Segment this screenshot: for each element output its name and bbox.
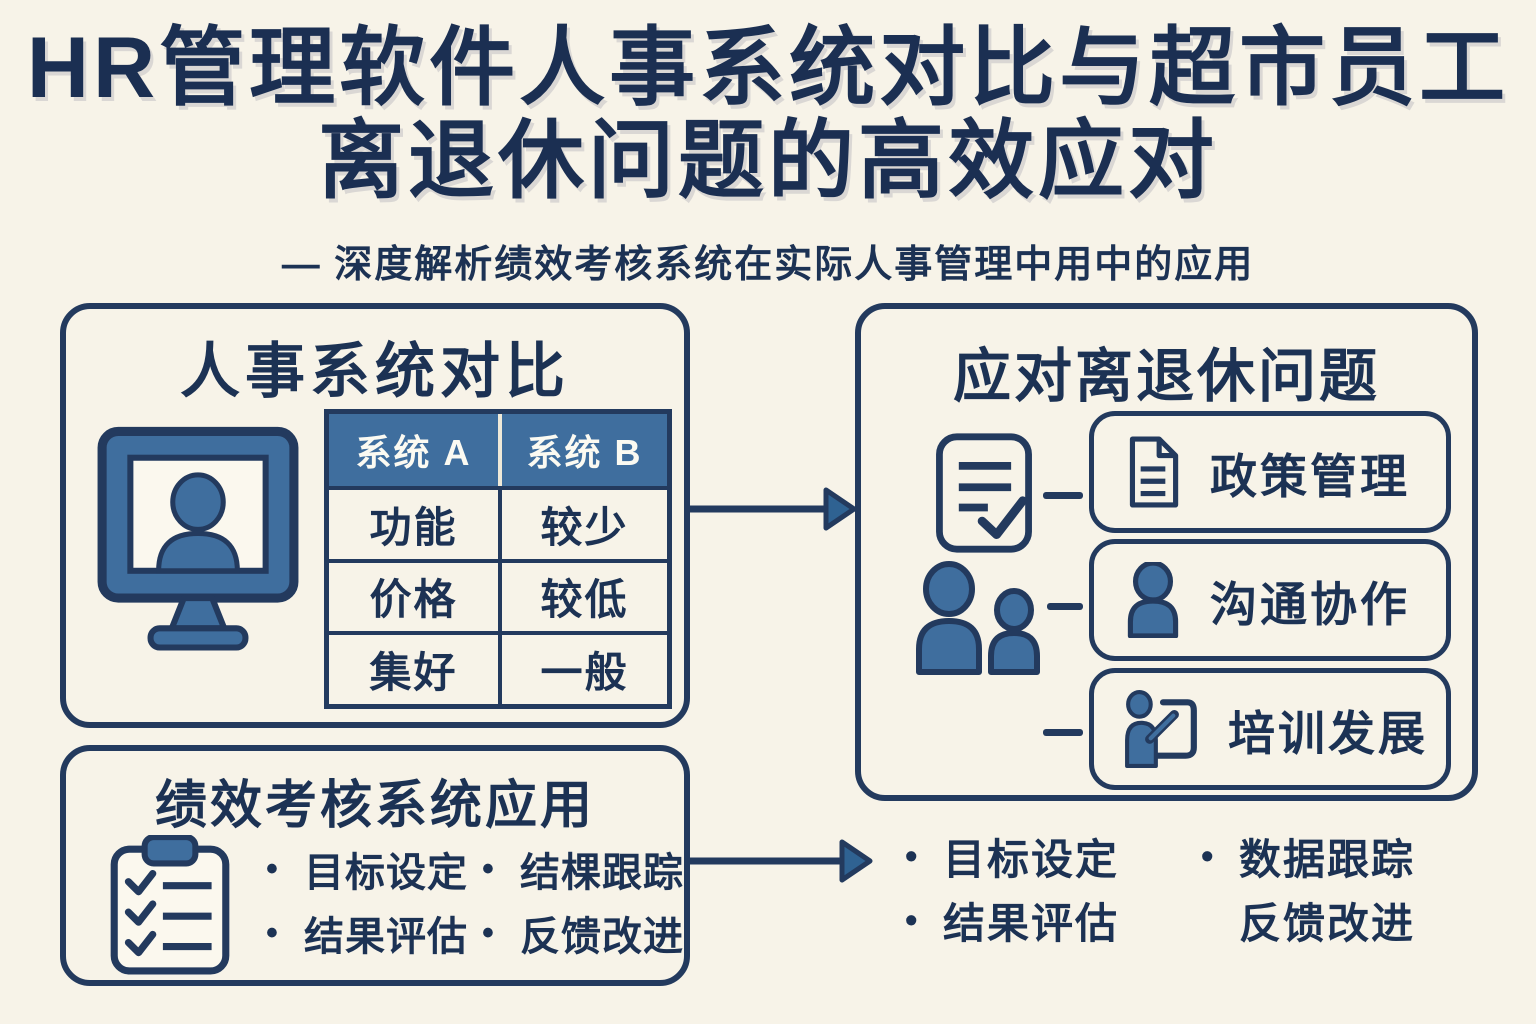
table-cell: 较少 (498, 490, 667, 559)
table-row: 集好 一般 (329, 631, 667, 704)
page-title-line-2: 离退休问题的高效应对 (318, 112, 1218, 209)
connector-dash (1043, 492, 1083, 499)
table-cell: 价格 (369, 576, 458, 624)
retirement-item-training: 培训发展 (1089, 668, 1451, 790)
retirement-item-label: 政策管理 (1210, 449, 1410, 503)
performance-box: 绩效考核系统应用 • 目标设定 • 结棵跟踪 • 结果评估 (60, 745, 690, 986)
document-icon (1129, 436, 1179, 508)
bullet-label: 数据跟踪 (1239, 835, 1416, 883)
page-subtitle: — 深度解析绩效考核系统在实际人事管理中用中的应用 (281, 244, 1255, 286)
table-cell: 较低 (498, 562, 667, 632)
bullet-label: 结果评估 (943, 899, 1120, 947)
page-title-line-1: HR管理软件人事系统对比与超市员工 (26, 20, 1510, 116)
people-icon (916, 561, 1040, 675)
list-item: • 结果评估 (266, 907, 482, 960)
list-item: • 结棵跟踪 (482, 843, 684, 896)
bullet-dot: • (266, 913, 279, 952)
comparison-table-header-row: 系统 A 系统 B (329, 414, 667, 486)
person-icon (1127, 562, 1179, 638)
document-check-icon (936, 433, 1032, 553)
bullet-dot: • (482, 849, 495, 888)
table-header-system-b: 系统 B (498, 414, 667, 486)
retirement-item-label: 沟通协作 (1210, 577, 1410, 631)
bullet-dot: • (905, 835, 920, 876)
table-header-system-a: 系统 A (355, 432, 472, 473)
page-title: HR管理软件人事系统对比与超市员工 离退休问题的高效应对 (0, 22, 1536, 208)
comparison-box: 人事系统对比 系统 A 系统 B 功能 较少 价格 较低 集好 (60, 303, 690, 728)
outcome-bullet-list: • 目标设定 • 数据跟踪 • 结果评估 反馈改进 (905, 830, 1415, 947)
list-item: • 反馈改进 (482, 907, 684, 960)
retirement-box-title: 应对离退休问题 (952, 344, 1380, 409)
bullet-label: 结棵跟踪 (520, 851, 684, 895)
comparison-table: 系统 A 系统 B 功能 较少 价格 较低 集好 一般 (324, 409, 672, 709)
bullet-dot: • (482, 913, 495, 952)
table-row: 价格 较低 (329, 558, 667, 632)
bullet-label: 目标设定 (304, 851, 468, 895)
bullet-label: 目标设定 (943, 835, 1120, 883)
list-item: • 结果评估 (905, 894, 1201, 947)
table-cell: 集好 (369, 649, 458, 697)
retirement-item-communication: 沟通协作 (1089, 539, 1451, 661)
table-cell: 一般 (498, 635, 667, 704)
monitor-user-icon (97, 426, 299, 651)
bullet-dot: • (905, 899, 920, 940)
list-item: 反馈改进 (1201, 894, 1415, 947)
retirement-item-policy: 政策管理 (1089, 411, 1451, 533)
table-row: 功能 较少 (329, 486, 667, 559)
arrow-right-icon (688, 487, 857, 531)
table-cell: 功能 (369, 503, 458, 551)
bullet-dot: • (266, 849, 279, 888)
list-item: • 数据跟踪 (1201, 830, 1415, 883)
bullet-label: 结果评估 (304, 915, 468, 959)
bullet-label: 反馈改进 (1239, 899, 1416, 947)
performance-bullet-list: • 目标设定 • 结棵跟踪 • 结果评估 • 反馈改进 (266, 843, 684, 960)
comparison-box-title: 人事系统对比 (180, 338, 570, 405)
performance-box-title: 绩效考核系统应用 (154, 777, 595, 835)
retirement-item-label: 培训发展 (1228, 706, 1428, 760)
retirement-box: 应对离退休问题 政策管理 (855, 303, 1478, 801)
list-item: • 目标设定 (266, 843, 482, 896)
bullet-dot: • (1201, 835, 1216, 876)
trainer-icon (1125, 690, 1197, 768)
bullet-label: 反馈改进 (520, 915, 684, 959)
list-item: • 目标设定 (905, 830, 1201, 883)
clipboard-checklist-icon (110, 835, 230, 975)
connector-dash (1043, 729, 1083, 736)
arrow-right-icon (688, 839, 873, 883)
connector-dash (1047, 603, 1083, 610)
